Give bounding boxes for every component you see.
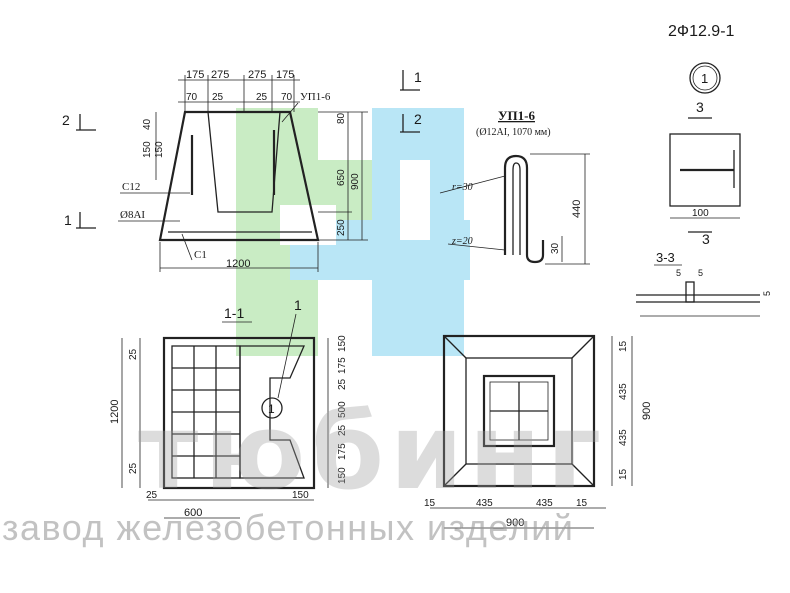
plan-right-435-bottom: 435 xyxy=(618,429,629,446)
loop-shape xyxy=(503,154,545,264)
leader-c1 xyxy=(181,233,193,261)
drawing-code: 2Ф12.9-1 xyxy=(668,23,735,40)
loop-title: УП1-6 xyxy=(498,108,535,123)
detail-section-title: 3-3 xyxy=(656,250,675,265)
leader-r2 xyxy=(447,243,506,251)
section-callout-leader-num: 1 xyxy=(294,297,302,313)
loop-spec: (Ø12АI, 1070 мм) xyxy=(476,127,551,138)
section-callout: 1 xyxy=(268,402,275,416)
right-dim-650: 650 xyxy=(336,169,347,186)
leader-r1 xyxy=(439,175,506,194)
loop-detail: УП1-6 (Ø12АI, 1070 мм) r=30 z=20 440 30 xyxy=(439,108,590,265)
bottom-dim-1200: 1200 xyxy=(226,258,250,270)
detail-dim-5b: 5 xyxy=(698,268,703,278)
plan-diag xyxy=(571,463,595,487)
detail-callout: 1 xyxy=(701,71,708,86)
second-dim-4: 70 xyxy=(281,92,293,103)
second-dim-1: 70 xyxy=(186,92,198,103)
label-c1: С1 xyxy=(194,249,207,261)
detail-dim-5c: 5 xyxy=(762,291,772,296)
left-dim-150a: 150 xyxy=(142,141,153,158)
plan-outer xyxy=(442,334,596,488)
s11-right-25-top: 25 xyxy=(337,378,348,390)
label-o8: Ø8АI xyxy=(120,209,145,221)
label-c12: С12 xyxy=(122,181,140,193)
s11-left-1200: 1200 xyxy=(109,400,121,424)
watermark-tagline: завод железобетонных изделий xyxy=(2,507,574,548)
detail-1: 1 3 100 3 3-3 5 5 5 xyxy=(636,62,772,317)
section-outline xyxy=(162,336,316,490)
s11-right-175-bottom: 175 xyxy=(337,443,348,460)
watermark-logo xyxy=(236,108,470,356)
s11-bottom-150: 150 xyxy=(292,490,309,501)
top-dim-3: 275 xyxy=(248,69,266,81)
watermark-white-cut-2 xyxy=(400,160,430,240)
leader-up xyxy=(281,102,299,123)
section-mark-1-left: 1 xyxy=(64,212,72,228)
detail-mark-bottom: 3 xyxy=(702,231,710,247)
plan-right-900: 900 xyxy=(641,402,653,420)
s11-right-500: 500 xyxy=(337,401,348,418)
plan-bottom-435-right: 435 xyxy=(536,498,553,509)
left-dim-40: 40 xyxy=(142,118,153,130)
s11-left-25-bottom: 25 xyxy=(128,462,139,474)
loop-r2: z=20 xyxy=(451,236,473,247)
detail-box xyxy=(669,133,741,207)
elevation-cavity xyxy=(207,111,281,213)
top-dim-2: 275 xyxy=(211,69,229,81)
section-callout-circle xyxy=(261,397,283,419)
s11-bottom-600: 600 xyxy=(184,507,202,519)
detail-dim-5a: 5 xyxy=(676,268,681,278)
plan-bottom-435-left: 435 xyxy=(476,498,493,509)
right-dim-900: 900 xyxy=(350,173,361,190)
s11-right-150-bottom: 150 xyxy=(337,467,348,484)
detail-dim-100: 100 xyxy=(692,208,709,219)
section-mark-2-top: 2 xyxy=(414,111,422,127)
plan-diag xyxy=(571,335,595,359)
watermark-brand: тюбинг xyxy=(138,391,607,513)
plan-right-15-bottom: 15 xyxy=(618,468,629,480)
label-up: УП1-6 xyxy=(300,91,331,103)
detail-callout-circle-inner xyxy=(692,65,718,91)
section-1-1: 1-1 1 1 25 1200 25 150 175 25 500 25 175… xyxy=(109,297,348,519)
plan-right-435-top: 435 xyxy=(618,383,629,400)
plan-bottom-900: 900 xyxy=(506,517,524,529)
plan-view: 15 435 900 435 15 15 435 435 15 900 xyxy=(424,334,653,529)
section-cavity xyxy=(239,345,305,479)
detail-mark-top: 3 xyxy=(696,99,704,115)
loop-inner xyxy=(512,162,521,255)
second-dim-3: 25 xyxy=(256,92,268,103)
plan-inner-top xyxy=(465,357,573,465)
right-dim-250: 250 xyxy=(336,219,347,236)
s11-right-150-top: 150 xyxy=(337,335,348,352)
plan-diag xyxy=(443,335,467,359)
plan-bottom-15-right: 15 xyxy=(576,498,588,509)
s11-left-25-top: 25 xyxy=(128,348,139,360)
elevation-view: 175 275 275 175 70 25 25 70 УП1-6 40 150… xyxy=(62,69,422,272)
s11-bottom-25: 25 xyxy=(146,490,158,501)
left-dim-150b: 150 xyxy=(154,141,165,158)
section33-weld xyxy=(685,281,695,303)
section-title-1-1: 1-1 xyxy=(224,305,244,321)
leader-callout xyxy=(277,313,297,399)
section-mark-1-top: 1 xyxy=(414,69,422,85)
top-dim-4: 175 xyxy=(276,69,294,81)
detail-callout-circle xyxy=(689,62,721,94)
plan-opening xyxy=(482,374,556,448)
loop-r1: r=30 xyxy=(452,182,473,193)
plan-diag xyxy=(443,463,467,487)
plan-right-15-top: 15 xyxy=(618,340,629,352)
loop-dim-440: 440 xyxy=(571,200,583,218)
plan-bottom-15-left: 15 xyxy=(424,498,436,509)
s11-right-175-top: 175 xyxy=(337,357,348,374)
second-dim-2: 25 xyxy=(212,92,224,103)
s11-right-25-bottom: 25 xyxy=(337,424,348,436)
section-mark-2-left: 2 xyxy=(62,112,70,128)
right-dim-80: 80 xyxy=(336,112,347,124)
loop-dim-30: 30 xyxy=(550,242,561,254)
top-dim-1: 175 xyxy=(186,69,204,81)
